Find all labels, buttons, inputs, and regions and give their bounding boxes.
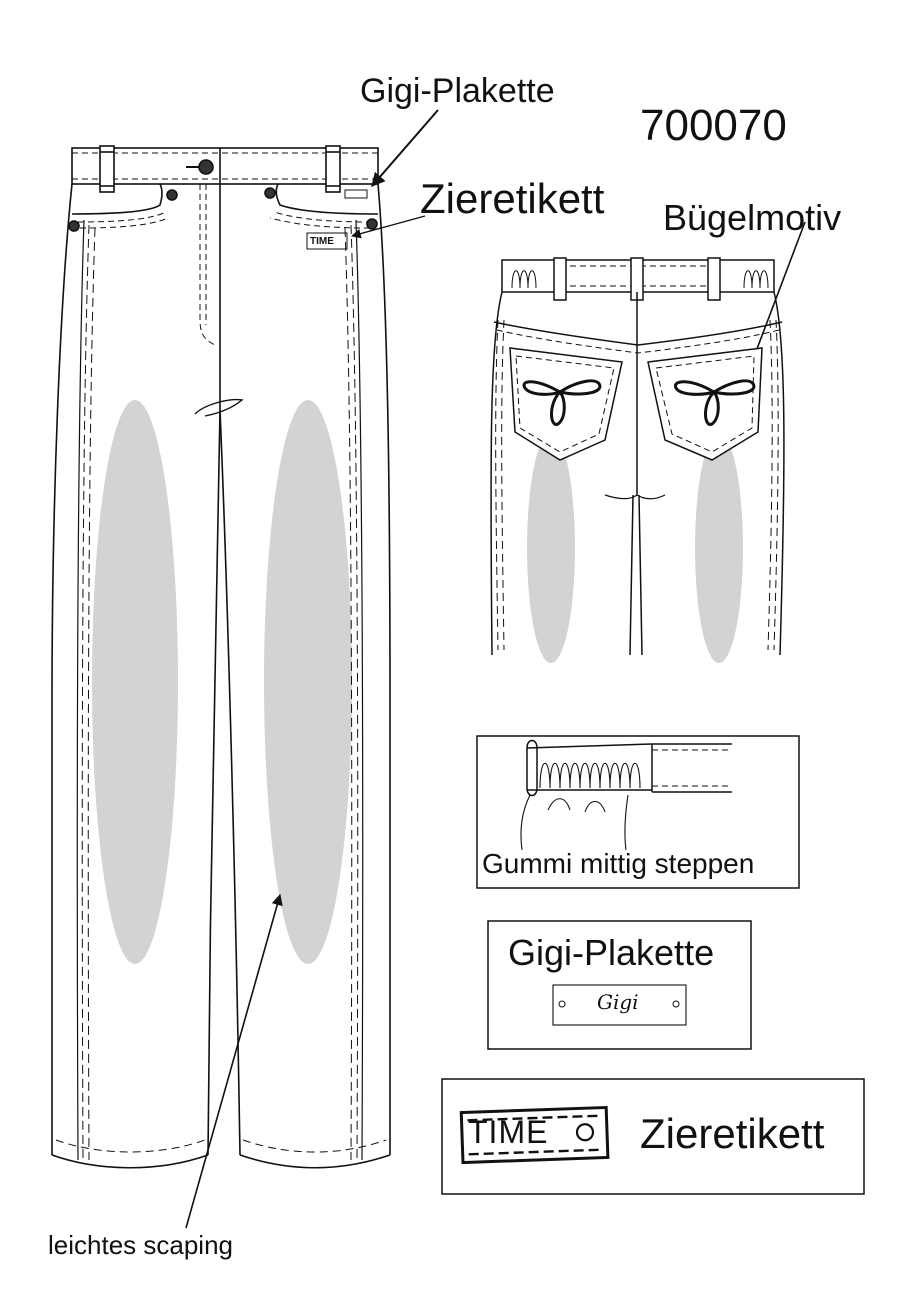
zieretikett-large (459, 1105, 610, 1165)
waist-button (198, 159, 214, 175)
arrow-gigi-plakette (371, 109, 439, 188)
belt-loop (99, 145, 115, 193)
front-outer-right (377, 183, 391, 1155)
gigi-logo-text: Gigi (597, 990, 639, 1014)
front-outer-left (51, 183, 73, 1155)
zieretikett-box-title: Zieretikett (640, 1110, 825, 1157)
gigi-plakette-large (552, 984, 687, 1026)
front-inner-right (219, 409, 241, 1156)
style-number: 700070 (640, 101, 787, 150)
label-buegelmotiv: Bügelmotiv (663, 197, 842, 238)
detail-box-gigi-plakette (487, 920, 752, 1050)
label-gummi-mittig-steppen: Gummi mittig steppen (482, 848, 755, 879)
buegelmotiv-left (522, 379, 602, 426)
front-fading-left (92, 400, 178, 964)
rivet (264, 187, 276, 199)
belt-loop (325, 145, 341, 193)
detail-box-zieretikett (441, 1078, 865, 1195)
front-hem-left (51, 1154, 209, 1169)
belt-loop (707, 257, 721, 301)
detail-box-gummi (476, 735, 800, 889)
annotation-arrows (185, 109, 806, 1229)
rivet (366, 218, 378, 230)
back-pocket-right (647, 347, 763, 461)
zieretikett-small (306, 232, 348, 250)
time-label-small-text: TIME (310, 236, 334, 247)
front-hem-right (239, 1154, 391, 1169)
front-pocket-right (275, 183, 379, 215)
gigi-plakette-small (344, 189, 368, 199)
label-zieretikett: Zieretikett (420, 175, 605, 222)
front-fading-right (264, 400, 352, 964)
belt-loop (553, 257, 567, 301)
label-leichtes-scaping: leichtes scaping (48, 1230, 233, 1260)
label-gigi-plakette: Gigi-Plakette (360, 72, 555, 110)
front-inner-left (207, 409, 221, 1156)
gigi-plakette-box-title: Gigi-Plakette (508, 932, 715, 973)
back-pocket-left (509, 347, 623, 461)
time-label-large-text: TIME (468, 1114, 549, 1150)
arrow-scaping (185, 893, 283, 1229)
buegelmotiv-right (674, 379, 756, 426)
back-fading-left (527, 433, 575, 663)
arrow-zieretikett (351, 215, 426, 239)
back-view (490, 257, 785, 663)
rivet (166, 189, 178, 201)
rivet (68, 220, 80, 232)
front-view (51, 145, 391, 1169)
front-pocket-left (71, 183, 163, 215)
arrow-buegelmotiv (750, 221, 806, 364)
back-fading-right (695, 433, 743, 663)
